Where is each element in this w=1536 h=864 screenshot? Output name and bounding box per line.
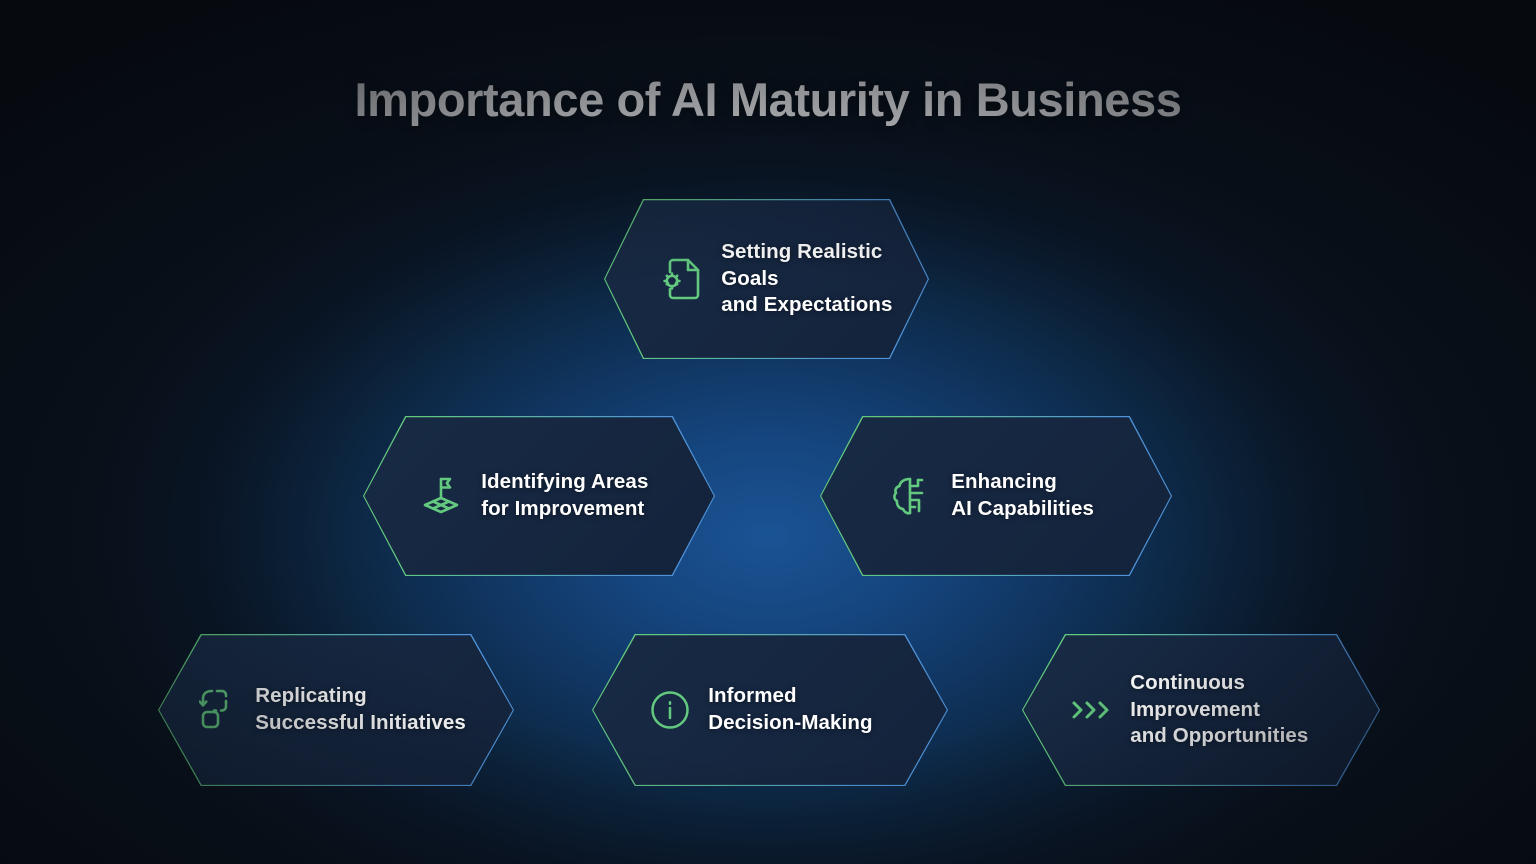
page-title: Importance of AI Maturity in Business xyxy=(354,73,1182,126)
hex-card-enhancing-ai-capabilities[interactable]: Enhancing AI Capabilities xyxy=(820,416,1172,576)
hex-card-label: Identifying Areas for Improvement xyxy=(481,470,649,520)
hex-card-body: Replicating Successful Initiatives xyxy=(159,635,513,785)
info-circle-icon xyxy=(649,689,691,731)
hex-card-body: Continuous Improvement and Opportunities xyxy=(1023,635,1379,785)
hex-card-content: Enhancing AI Capabilities xyxy=(889,469,1094,522)
hex-card-content: Identifying Areas for Improvement xyxy=(419,469,648,522)
hex-card-continuous-improvement[interactable]: Continuous Improvement and Opportunities xyxy=(1022,634,1380,786)
document-gear-icon xyxy=(661,256,703,302)
hex-card-label: Setting Realistic Goals and Expectations xyxy=(721,240,893,317)
hex-card-label: Continuous Improvement and Opportunities xyxy=(1130,671,1309,748)
hex-card-content: Setting Realistic Goals and Expectations xyxy=(661,239,928,319)
hex-card-body: Informed Decision-Making xyxy=(593,635,947,785)
hex-card-replicating-successful-initiatives[interactable]: Replicating Successful Initiatives xyxy=(158,634,514,786)
flag-on-map-icon xyxy=(419,474,463,518)
ai-brain-circuit-icon xyxy=(889,473,933,519)
duplicate-copy-icon xyxy=(199,688,239,732)
hex-card-body: Enhancing AI Capabilities xyxy=(821,417,1171,575)
triple-chevron-right-icon xyxy=(1071,699,1113,721)
hex-card-body: Setting Realistic Goals and Expectations xyxy=(605,200,928,358)
hex-card-label: Informed Decision-Making xyxy=(708,684,873,734)
hex-card-setting-realistic-goals[interactable]: Setting Realistic Goals and Expectations xyxy=(604,199,929,359)
hex-card-content: Informed Decision-Making xyxy=(649,683,872,736)
hex-card-informed-decision-making[interactable]: Informed Decision-Making xyxy=(592,634,948,786)
hex-card-content: Continuous Improvement and Opportunities xyxy=(1071,670,1308,750)
hex-card-label: Replicating Successful Initiatives xyxy=(255,684,466,734)
hex-card-label: Enhancing AI Capabilities xyxy=(951,470,1094,520)
hex-card-identifying-areas-for-improvement[interactable]: Identifying Areas for Improvement xyxy=(363,416,715,576)
hex-card-body: Identifying Areas for Improvement xyxy=(364,417,714,575)
hex-card-content: Replicating Successful Initiatives xyxy=(199,683,466,736)
